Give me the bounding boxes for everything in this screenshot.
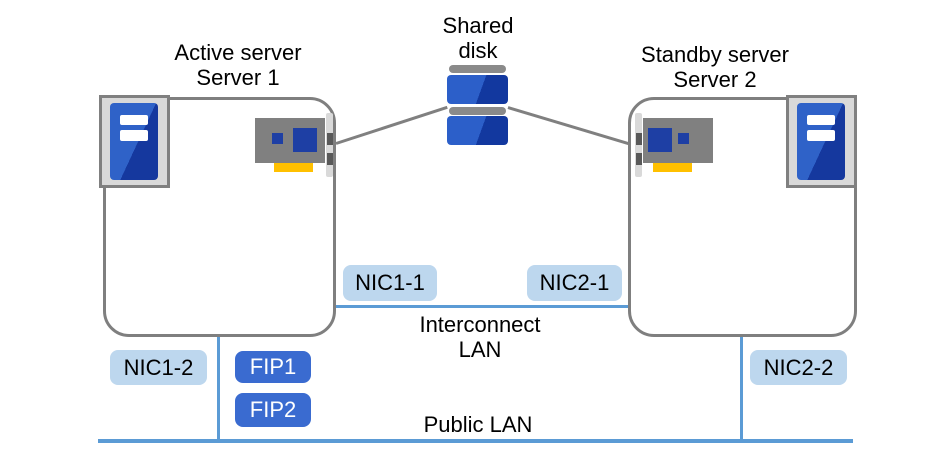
nic1-chip-small (272, 133, 283, 144)
interconnect-lan-label: Interconnect LAN (380, 312, 580, 362)
fip1-chip-label: FIP1 (249, 354, 297, 379)
nic2-port-2 (636, 153, 642, 165)
public-lan-line (98, 439, 853, 443)
standby-server-label-line1: Standby server (641, 42, 789, 67)
nic2-2-chip-label: NIC2-2 (763, 354, 834, 380)
server2-tower-slot-1 (807, 115, 835, 125)
nic1-1-chip-label: NIC1-1 (355, 270, 425, 295)
shared-disk-label: Shared disk (418, 13, 538, 63)
fip2-chip: FIP2 (235, 393, 311, 427)
active-server-label: Active server Server 1 (138, 40, 338, 90)
server2-tower-slot-2 (807, 130, 835, 141)
nic2-1-chip: NIC2-1 (527, 265, 622, 301)
interconnect-lan-line (336, 305, 628, 308)
nic1-2-chip: NIC1-2 (110, 350, 207, 385)
nic2-edge-connector (653, 163, 692, 172)
disk-unit-1 (447, 75, 508, 104)
nic1-2-chip-label: NIC1-2 (123, 354, 194, 380)
nic2-1-chip-label: NIC2-1 (539, 270, 610, 295)
nic2-2-chip: NIC2-2 (750, 350, 847, 385)
server1-tower-slot-1 (120, 115, 148, 125)
server1-public-drop-line (217, 337, 220, 440)
active-server-label-line1: Active server (174, 40, 302, 65)
fip1-chip: FIP1 (235, 351, 311, 383)
nic1-chip-large (293, 128, 317, 152)
nic1-port-2 (327, 153, 333, 165)
server1-tower-icon (99, 95, 170, 188)
standby-server-label: Standby server Server 2 (615, 42, 815, 92)
fip2-chip-label: FIP2 (249, 397, 297, 422)
nic2-chip-large (648, 128, 672, 152)
active-server-label-line2: Server 1 (196, 65, 280, 90)
standby-server-label-line2: Server 2 (673, 67, 757, 92)
shared-disk-label-line2: disk (458, 38, 498, 63)
disk-link-left-line (335, 105, 448, 145)
shared-disk-icon (447, 63, 508, 145)
disk-top-bar (449, 65, 506, 73)
nic2-chip-small (678, 133, 689, 144)
disk-link-right-line (507, 106, 630, 146)
public-lan-label: Public LAN (423, 412, 533, 437)
disk-unit-2 (447, 116, 508, 145)
server2-nic-card-icon (635, 112, 715, 178)
nic1-1-chip: NIC1-1 (343, 265, 437, 301)
interconnect-lan-label-line2: LAN (458, 337, 502, 362)
server1-nic-card-icon (255, 112, 335, 178)
server1-tower-slot-2 (120, 130, 148, 141)
disk-mid-bar (449, 107, 506, 115)
interconnect-lan-label-line1: Interconnect (419, 312, 541, 337)
nic1-bracket (326, 113, 333, 177)
nic2-bracket (635, 113, 642, 177)
nic1-port-1 (327, 133, 333, 145)
server2-public-drop-line (740, 337, 743, 440)
nic2-port-1 (636, 133, 642, 145)
server2-tower-icon (786, 95, 857, 188)
shared-disk-label-line1: Shared (442, 13, 514, 38)
nic1-edge-connector (274, 163, 313, 172)
